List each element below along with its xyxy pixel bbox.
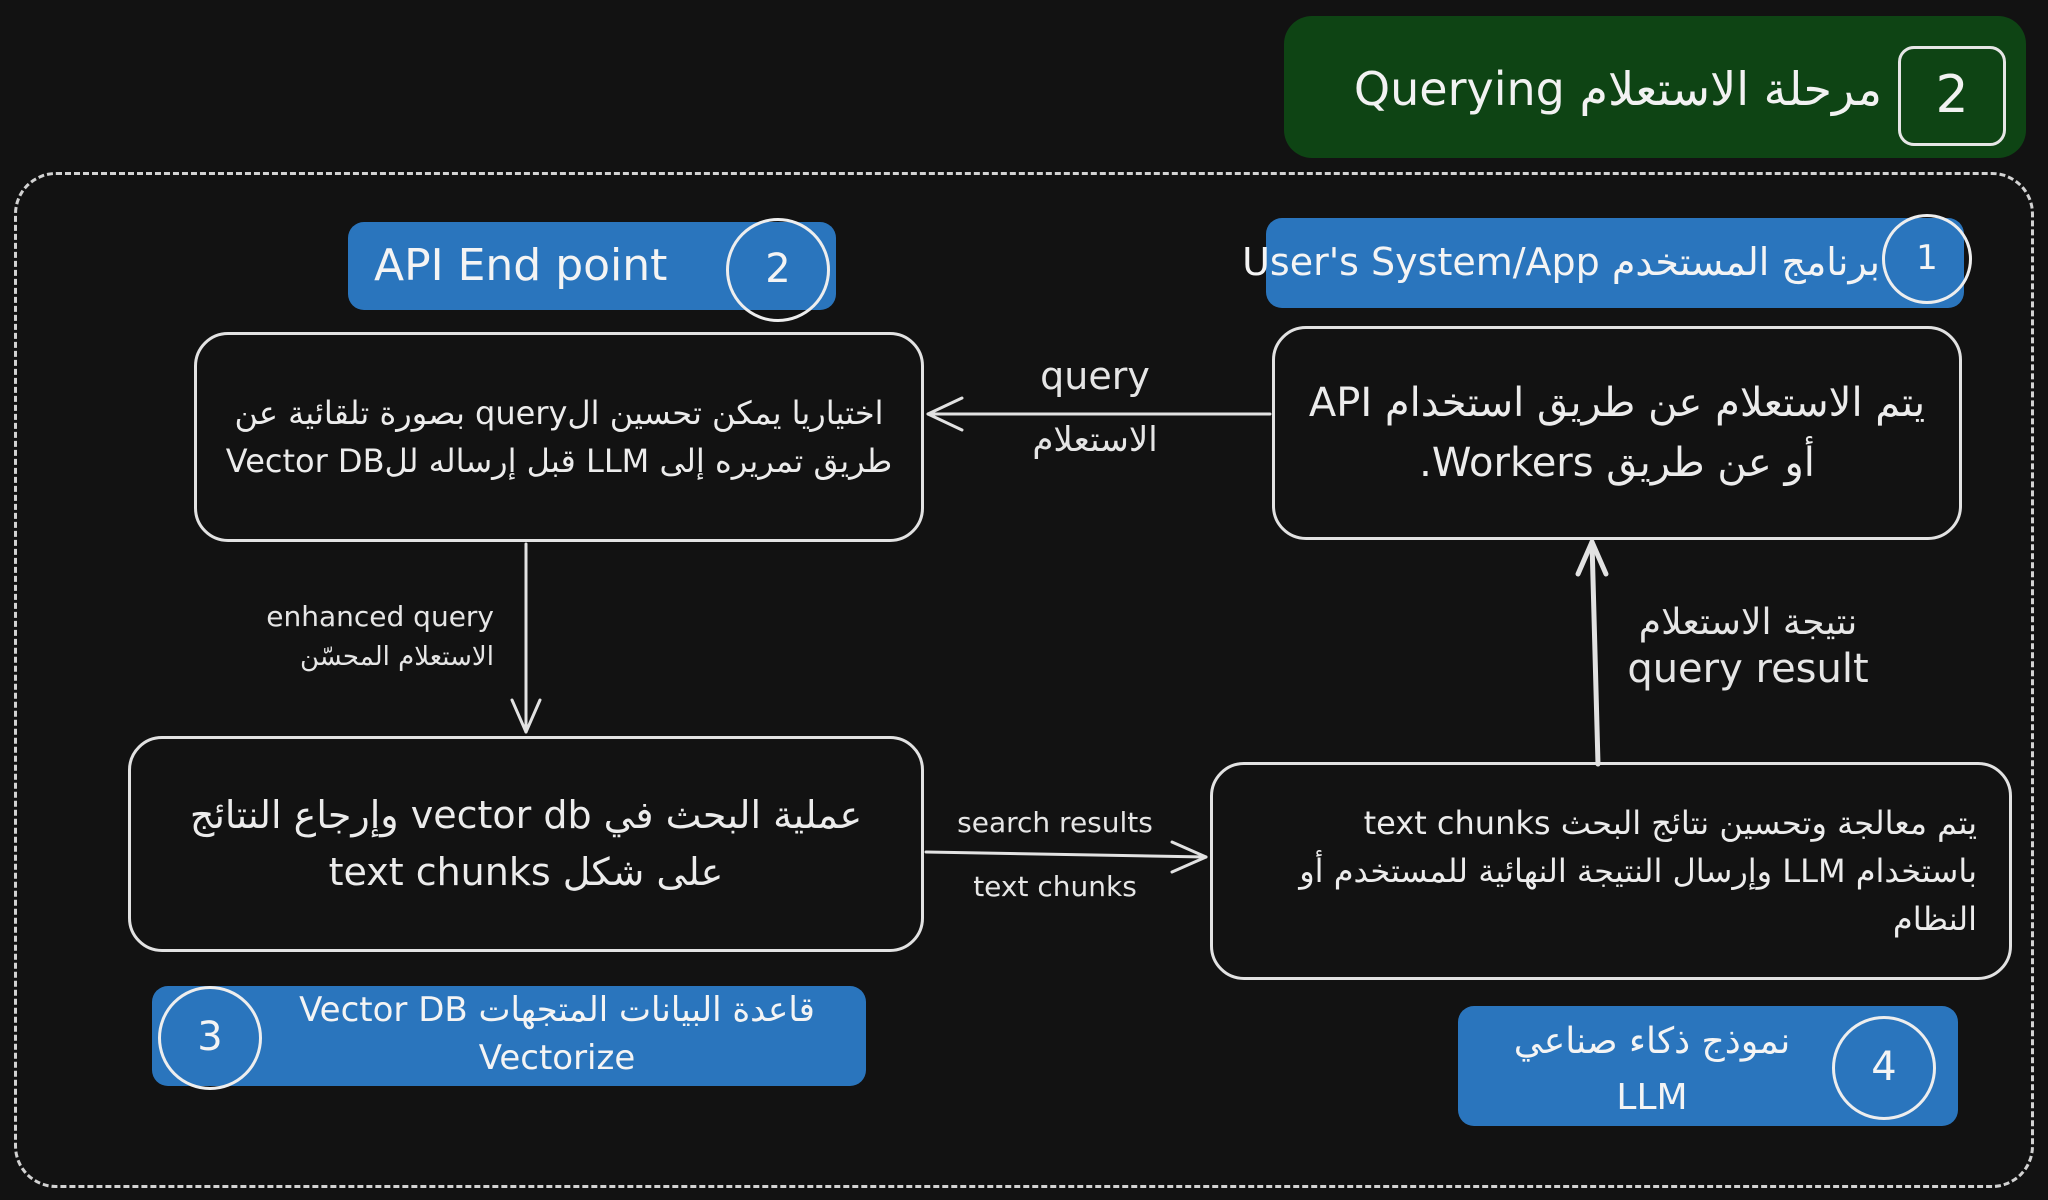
arrow-query-result-head bbox=[1575, 539, 1609, 577]
stage-title-badge: Querying مرحلة الاستعلام 2 bbox=[1284, 16, 2026, 158]
box-process-results: يتم معالجة وتحسين نتائج البحث text chunk… bbox=[1210, 762, 2012, 980]
box-process-results-line2: باستخدام LLM وإرسال النتيجة النهائية للم… bbox=[1299, 852, 1977, 890]
edge-label-search-ar: text chunks bbox=[973, 870, 1137, 903]
label-vector-db: 3 Vector DB قاعدة البيانات المتجهات Vect… bbox=[152, 986, 866, 1090]
box-user-query: يتم الاستعلام عن طريق استخدام API أو عن … bbox=[1272, 326, 1962, 540]
label-vector-db-number: 3 bbox=[158, 986, 262, 1090]
stage-number: 2 bbox=[1898, 46, 2006, 146]
label-llm-line1: نموذج ذكاء صناعي bbox=[1513, 1021, 1791, 1062]
box-user-query-line1: يتم الاستعلام عن طريق استخدام API bbox=[1308, 380, 1926, 426]
arrow-query-head bbox=[926, 396, 964, 432]
edge-label-query-ar: الاستعلام bbox=[1032, 420, 1158, 460]
arrow-enhanced-query-head bbox=[510, 698, 542, 734]
label-api-endpoint: API End point 2 bbox=[348, 218, 836, 322]
edge-label-query-en: query bbox=[1040, 354, 1150, 398]
edge-label-result-en: query result bbox=[1627, 646, 1869, 692]
edge-label-result-ar: نتيجة الاستعلام bbox=[1638, 602, 1858, 643]
arrow-search-results-head bbox=[1170, 840, 1208, 874]
arrow-search-results bbox=[924, 850, 1208, 859]
box-process-results-line1: يتم معالجة وتحسين نتائج البحث text chunk… bbox=[1363, 804, 1977, 842]
label-api-endpoint-number: 2 bbox=[726, 218, 830, 322]
edge-label-search-en: search results bbox=[957, 806, 1153, 839]
box-process-results-line3: النظام bbox=[1892, 900, 1977, 938]
arrow-query-result bbox=[1589, 539, 1601, 767]
box-enhance-query-line1: اختياريا يمكن تحسين الquery بصورة تلقائي… bbox=[234, 394, 884, 432]
label-llm-line2: LLM bbox=[1616, 1077, 1688, 1118]
label-llm-number: 4 bbox=[1832, 1016, 1936, 1120]
label-user-app: User's System/App برنامج المستخدم 1 bbox=[1242, 214, 1972, 308]
label-api-endpoint-text: API End point bbox=[374, 240, 668, 291]
box-vector-search: عملية البحث في vector db وإرجاع النتائج … bbox=[128, 736, 924, 952]
box-user-query-line2: أو عن طريق Workers. bbox=[1419, 440, 1815, 486]
label-user-app-text: User's System/App برنامج المستخدم bbox=[1242, 240, 1880, 284]
stage-title: Querying مرحلة الاستعلام bbox=[1353, 62, 1882, 116]
edge-label-enhanced-ar: الاستعلام المحسّن bbox=[299, 642, 494, 672]
label-llm-text: نموذج ذكاء صناعي LLM bbox=[1482, 1014, 1822, 1126]
box-vector-search-line2: على شكل text chunks bbox=[328, 850, 724, 894]
label-user-app-number: 1 bbox=[1882, 214, 1972, 304]
label-vector-db-line2: Vectorize bbox=[478, 1038, 636, 1078]
label-vector-db-text: Vector DB قاعدة البيانات المتجهات Vector… bbox=[260, 986, 854, 1082]
label-vector-db-line1: Vector DB قاعدة البيانات المتجهات bbox=[299, 990, 815, 1030]
querying-stage-frame bbox=[14, 172, 2034, 1188]
box-vector-search-line1: عملية البحث في vector db وإرجاع النتائج bbox=[189, 793, 863, 837]
box-enhance-query-line2: طريق تمريره إلى LLM قبل إرساله للVector … bbox=[225, 442, 893, 480]
label-llm: نموذج ذكاء صناعي LLM 4 bbox=[1458, 1006, 1958, 1126]
edge-label-enhanced-en: enhanced query bbox=[266, 600, 494, 633]
box-enhance-query: اختياريا يمكن تحسين الquery بصورة تلقائي… bbox=[194, 332, 924, 542]
